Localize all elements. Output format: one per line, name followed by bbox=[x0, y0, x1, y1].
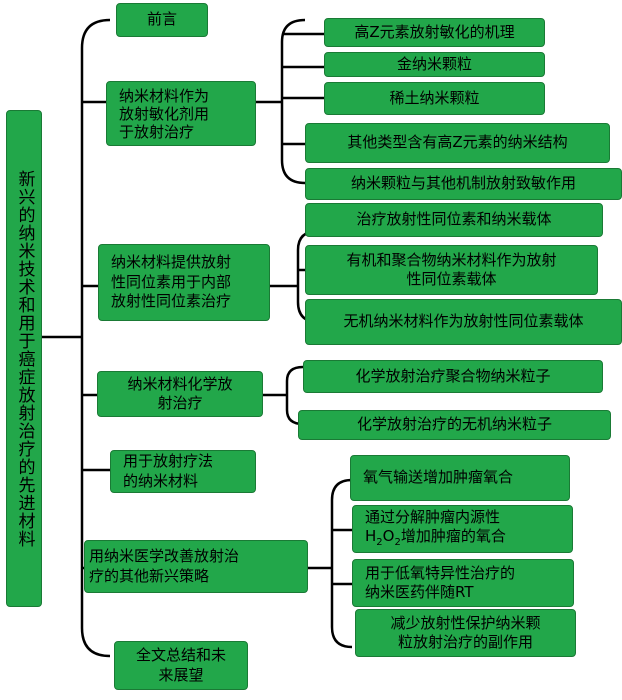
leaf-polymer-chemoradio-label: 化学放射治疗聚合物纳米粒子 bbox=[355, 366, 551, 385]
bracket-s2 bbox=[280, 18, 306, 185]
leaf-therapeutic-isotopes-label: 治疗放射性同位素和纳米载体 bbox=[356, 210, 552, 229]
leaf-hypoxia-specific[interactable]: 用于低氧特异性治疗的 纳米医药伴随RT bbox=[352, 559, 574, 607]
leaf-h2o2-line1: 通过分解肿瘤内源性 bbox=[365, 508, 501, 527]
section-chemoradiotherapy[interactable]: 纳米材料化学放 射治疗 bbox=[97, 371, 263, 417]
leaf-other-high-z-nanostructures-label: 其他类型含有高Z元素的纳米结构 bbox=[347, 133, 568, 152]
leaf-other-mechanisms[interactable]: 纳米颗粒与其他机制放射致敏作用 bbox=[305, 168, 622, 200]
leaf-h2o2-rest: 增加肿瘤的氧合 bbox=[400, 527, 506, 546]
leaf-high-z-mechanism-label: 高Z元素放射敏化的机理 bbox=[354, 22, 515, 41]
root-title: 新兴的纳米技术和用于癌症放射治疗的先进材料 bbox=[6, 110, 42, 607]
section-chemoradiotherapy-label: 纳米材料化学放 射治疗 bbox=[127, 374, 233, 413]
leaf-organic-carriers-label: 有机和聚合物纳米材料作为放射 性同位素载体 bbox=[346, 251, 557, 288]
leaf-polymer-chemoradio[interactable]: 化学放射治疗聚合物纳米粒子 bbox=[303, 360, 603, 393]
section-radioisotopes-label: 纳米材料提供放射 性同位素用于内部 放射性同位素治疗 bbox=[111, 253, 232, 311]
leaf-oxygen-delivery-label: 氧气输送增加肿瘤氧合 bbox=[363, 468, 514, 487]
leaf-inorganic-chemoradio-label: 化学放射治疗的无机纳米粒子 bbox=[356, 415, 552, 434]
root-title-text: 新兴的纳米技术和用于癌症放射治疗的先进材料 bbox=[14, 169, 35, 548]
section-summary-label: 全文总结和未 来展望 bbox=[135, 646, 226, 684]
section-summary[interactable]: 全文总结和未 来展望 bbox=[114, 641, 248, 690]
section-radiosensitizers[interactable]: 纳米材料作为 放射敏化剂用 于放射治疗 bbox=[106, 81, 256, 146]
leaf-gold-nanoparticles[interactable]: 金纳米颗粒 bbox=[324, 52, 545, 77]
leaf-radioprotection[interactable]: 减少放射性保护纳米颗 粒放射治疗的副作用 bbox=[355, 609, 576, 657]
section-other-strategies[interactable]: 用纳米医学改善放射治 疗的其他新兴策略 bbox=[84, 540, 308, 593]
section-other-strategies-label: 用纳米医学改善放射治 疗的其他新兴策略 bbox=[89, 547, 240, 585]
leaf-hypoxia-specific-label: 用于低氧特异性治疗的 纳米医药伴随RT bbox=[365, 564, 516, 601]
section-radiosensitizers-label: 纳米材料作为 放射敏化剂用 于放射治疗 bbox=[119, 86, 210, 141]
section-rt-nanomaterials-label: 用于放射疗法 的纳米材料 bbox=[123, 452, 214, 490]
leaf-high-z-mechanism[interactable]: 高Z元素放射敏化的机理 bbox=[324, 18, 545, 47]
leaf-other-mechanisms-label: 纳米颗粒与其他机制放射致敏作用 bbox=[350, 174, 576, 193]
leaf-radioprotection-label: 减少放射性保护纳米颗 粒放射治疗的副作用 bbox=[390, 614, 541, 651]
leaf-therapeutic-isotopes[interactable]: 治疗放射性同位素和纳米载体 bbox=[305, 203, 603, 237]
leaf-h2o2-h: H bbox=[365, 527, 377, 546]
leaf-h2o2-decomposition-label: 通过分解肿瘤内源性 H2O2增加肿瘤的氧合 bbox=[365, 508, 506, 549]
bracket-s6 bbox=[330, 478, 353, 649]
bracket-s4 bbox=[285, 365, 304, 426]
section-preface[interactable]: 前言 bbox=[116, 3, 208, 37]
leaf-h2o2-sub1: 2 bbox=[376, 537, 383, 549]
leaf-h2o2-sub2: 2 bbox=[394, 537, 401, 549]
leaf-inorganic-chemoradio[interactable]: 化学放射治疗的无机纳米粒子 bbox=[298, 410, 611, 440]
leaf-inorganic-carriers-label: 无机纳米材料作为放射性同位素载体 bbox=[343, 312, 584, 331]
leaf-rare-earth-nanoparticles[interactable]: 稀土纳米颗粒 bbox=[324, 82, 545, 115]
leaf-h2o2-decomposition[interactable]: 通过分解肿瘤内源性 H2O2增加肿瘤的氧合 bbox=[352, 505, 573, 553]
leaf-gold-nanoparticles-label: 金纳米颗粒 bbox=[396, 54, 472, 73]
leaf-inorganic-carriers[interactable]: 无机纳米材料作为放射性同位素载体 bbox=[305, 299, 622, 345]
main-bracket bbox=[80, 18, 111, 658]
leaf-other-high-z-nanostructures[interactable]: 其他类型含有高Z元素的纳米结构 bbox=[305, 123, 610, 163]
leaf-h2o2-o: O bbox=[382, 527, 395, 546]
leaf-organic-carriers[interactable]: 有机和聚合物纳米材料作为放射 性同位素载体 bbox=[305, 245, 598, 295]
leaf-rare-earth-nanoparticles-label: 稀土纳米颗粒 bbox=[389, 88, 480, 107]
leaf-oxygen-delivery[interactable]: 氧气输送增加肿瘤氧合 bbox=[350, 455, 570, 501]
section-radioisotopes[interactable]: 纳米材料提供放射 性同位素用于内部 放射性同位素治疗 bbox=[98, 244, 270, 321]
section-rt-nanomaterials[interactable]: 用于放射疗法 的纳米材料 bbox=[110, 450, 256, 493]
section-preface-label: 前言 bbox=[146, 10, 177, 29]
